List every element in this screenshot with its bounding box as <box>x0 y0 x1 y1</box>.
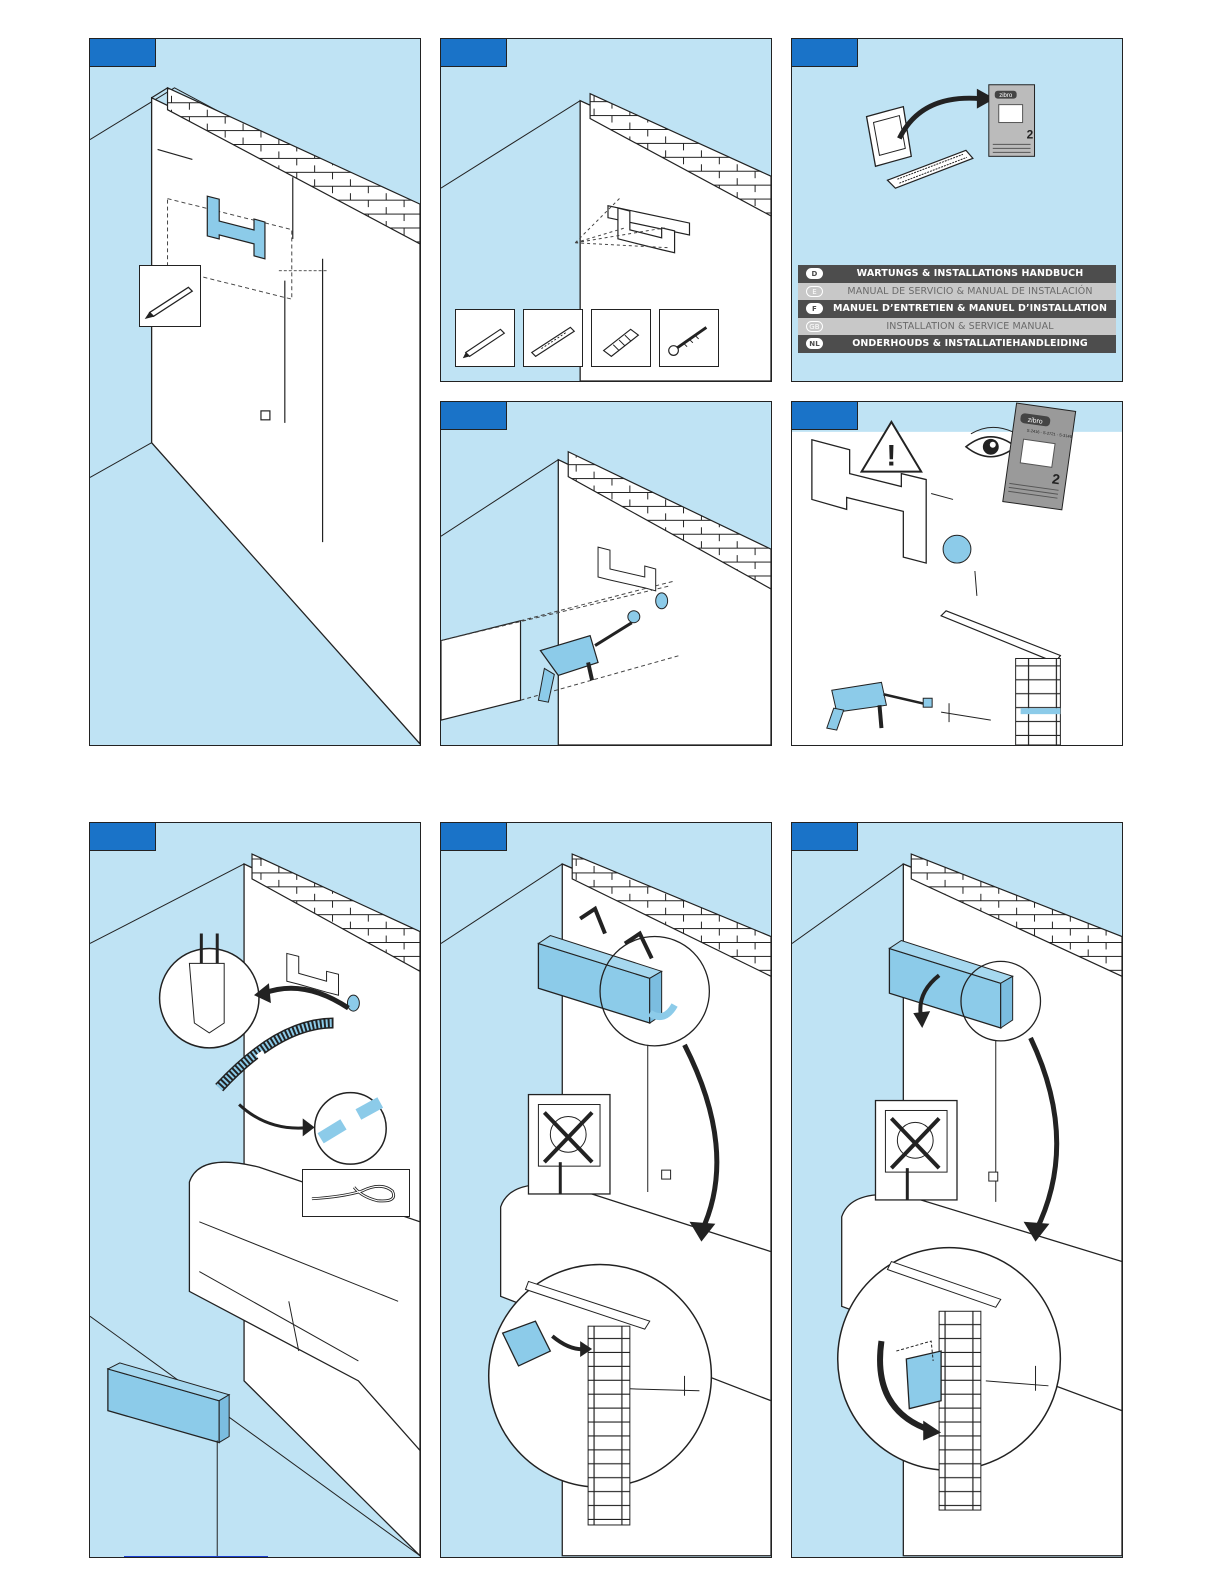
drill-bit-icon <box>524 310 582 366</box>
panel-drill-wall-hole <box>440 401 772 746</box>
step-tab-1 <box>90 39 156 67</box>
step-tab-2 <box>441 39 507 67</box>
manual-language-list: D WARTUNGS & INSTALLATIONS HANDBUCH E MA… <box>798 265 1116 353</box>
manual-booklet-icon: zibro 2 <box>989 85 1035 157</box>
magnifier-icon <box>315 1093 387 1165</box>
panel-hang-unit <box>440 822 772 1558</box>
pencil-icon <box>456 310 514 366</box>
lang-badge: GB <box>806 321 823 332</box>
indoor-unit <box>108 1363 229 1443</box>
screw-icon <box>660 310 718 366</box>
drill-wall-illustration <box>441 402 771 745</box>
manual-title: WARTUNGS & INSTALLATIONS HANDBUCH <box>798 268 1116 279</box>
no-plug-icon <box>528 1095 610 1194</box>
tool-box-screw <box>659 309 719 367</box>
eye-icon <box>966 427 1016 456</box>
panel-tilt-unit <box>791 822 1123 1558</box>
computer-icon <box>867 107 973 189</box>
tool-box-drill-bit <box>523 309 583 367</box>
lang-badge: E <box>806 286 823 297</box>
lang-badge: NL <box>806 338 823 349</box>
panel-connect-hose <box>89 822 421 1558</box>
tool-box-wall-plug <box>591 309 651 367</box>
manual-row-e[interactable]: E MANUAL DE SERVICIO & MANUAL DE INSTALA… <box>798 283 1116 301</box>
booklet-number: 2 <box>1027 127 1034 141</box>
manual-row-f[interactable]: F MANUEL D’ENTRETIEN & MANUEL D’INSTALLA… <box>798 300 1116 318</box>
step-tab-6 <box>90 823 156 851</box>
tilt-unit-illustration <box>792 823 1122 1557</box>
pencil-icon <box>140 266 200 326</box>
booklet-brand: zibro <box>999 93 1013 99</box>
step-tab-4 <box>441 402 507 430</box>
panel-manual-download: zibro 2 D WARTUNGS & INSTALLATIONS HANDB… <box>791 38 1123 382</box>
lang-badge: D <box>806 268 823 279</box>
no-plug-icon <box>875 1101 957 1200</box>
manual-title: MANUEL D’ENTRETIEN & MANUEL D’INSTALLATI… <box>798 303 1116 314</box>
footer-link-line[interactable] <box>124 1556 268 1557</box>
manual-row-gb[interactable]: GB INSTALLATION & SERVICE MANUAL <box>798 318 1116 336</box>
step-tab-8 <box>792 823 858 851</box>
manual-title: ONDERHOUDS & INSTALLATIEHANDLEIDING <box>798 338 1116 349</box>
lang-badge: F <box>806 303 823 314</box>
svg-text:!: ! <box>886 440 896 473</box>
manual-row-d[interactable]: D WARTUNGS & INSTALLATIONS HANDBUCH <box>798 265 1116 283</box>
wall-plug-icon <box>592 310 650 366</box>
tool-box-pencil <box>455 309 515 367</box>
panel-wall-measurement <box>89 38 421 746</box>
manual-title: MANUAL DE SERVICIO & MANUAL DE INSTALACI… <box>798 286 1116 297</box>
panel-warning-read-manual: ! zibro S-2416 - S-2721 - S-3146 2 <box>791 401 1123 746</box>
hose-box <box>302 1169 410 1217</box>
hang-unit-illustration <box>441 823 771 1557</box>
hose-icon <box>303 1170 409 1216</box>
step-tab-7 <box>441 823 507 851</box>
wall-measurement-illustration <box>90 39 420 745</box>
pencil-box <box>139 265 201 327</box>
panel-bracket-leveling <box>440 38 772 382</box>
manual-title: INSTALLATION & SERVICE MANUAL <box>798 321 1116 332</box>
manual-row-nl[interactable]: NL ONDERHOUDS & INSTALLATIEHANDLEIDING <box>798 335 1116 353</box>
warning-illustration: ! zibro S-2416 - S-2721 - S-3146 2 <box>792 402 1122 745</box>
